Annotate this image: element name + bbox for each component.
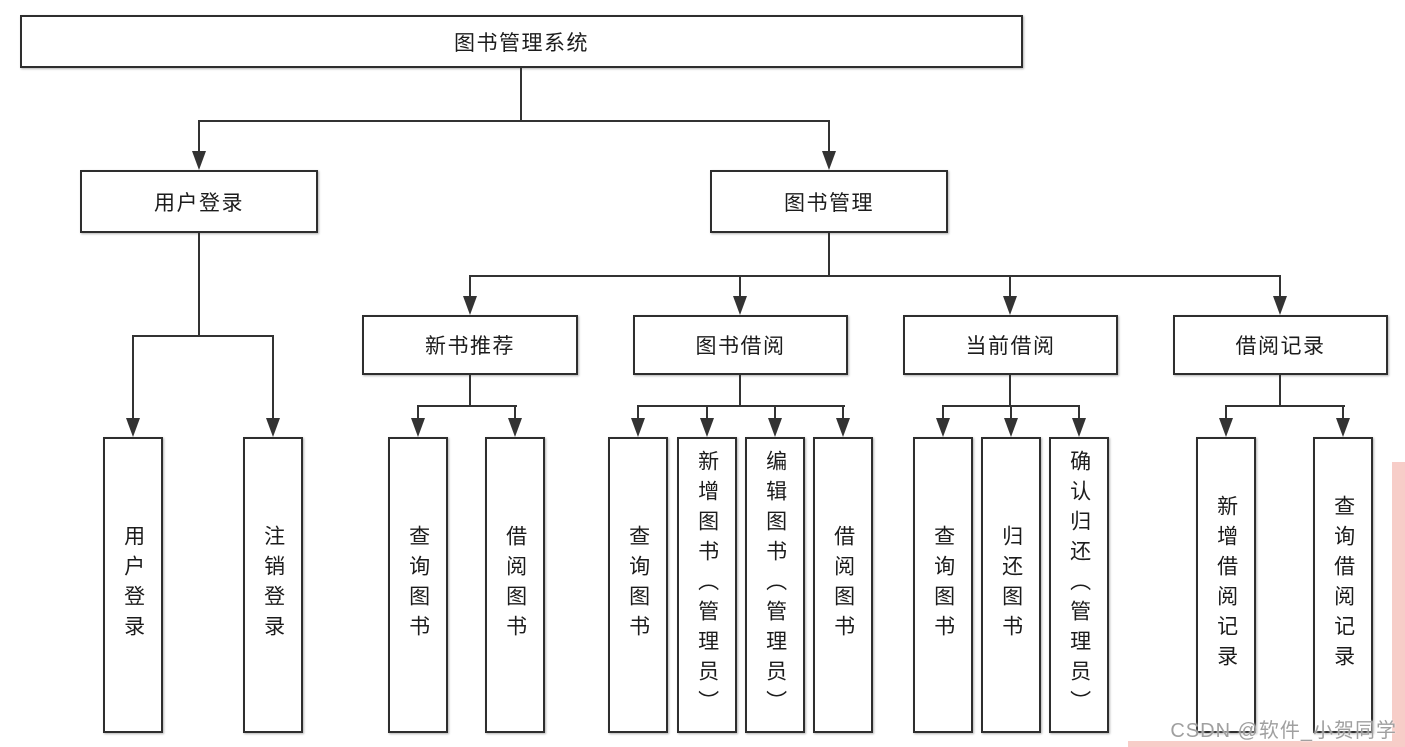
connector-hline	[417, 405, 517, 407]
leaf-logout: 注销登录	[243, 437, 303, 733]
leaf-borrow-query-book-label: 查询图书	[626, 525, 650, 645]
user-login-node-label: 用户登录	[154, 191, 244, 215]
leaf-return-book-label: 归还图书	[999, 525, 1023, 645]
arrowhead-down-icon	[700, 418, 714, 437]
root-node-label: 图书管理系统	[454, 31, 589, 55]
connector-vline	[1009, 275, 1011, 297]
connector-vline	[706, 405, 708, 419]
arrowhead-down-icon	[822, 151, 836, 170]
new-book-recommend-node: 新书推荐	[362, 315, 578, 375]
leaf-current-query-book-label: 查询图书	[931, 525, 955, 645]
connector-vline	[1078, 405, 1080, 419]
connector-vline	[739, 275, 741, 297]
connector-vline	[1342, 405, 1344, 419]
leaf-recommend-borrow-book: 借阅图书	[485, 437, 545, 733]
connector-vline	[739, 375, 741, 405]
connector-vline	[1225, 405, 1227, 419]
connector-vline	[198, 120, 200, 152]
arrowhead-down-icon	[266, 418, 280, 437]
leaf-confirm-return-admin: 确认归还（管理员）	[1049, 437, 1109, 733]
leaf-logout-label: 注销登录	[261, 525, 285, 645]
leaf-user-login: 用户登录	[103, 437, 163, 733]
connector-vline	[942, 405, 944, 419]
watermark-accent-strip-bottom	[1128, 741, 1405, 747]
arrowhead-down-icon	[768, 418, 782, 437]
arrowhead-down-icon	[1273, 296, 1287, 315]
leaf-recommend-borrow-book-label: 借阅图书	[503, 525, 527, 645]
connector-vline	[1010, 405, 1012, 419]
watermark-accent-strip-right	[1392, 462, 1405, 747]
arrowhead-down-icon	[463, 296, 477, 315]
borrow-record-node-label: 借阅记录	[1235, 335, 1326, 358]
leaf-query-borrow-record: 查询借阅记录	[1313, 437, 1373, 733]
connector-hline	[198, 120, 830, 122]
leaf-borrow-query-book: 查询图书	[608, 437, 668, 733]
leaf-add-book-admin-label: 新增图书（管理员）	[695, 450, 719, 720]
new-book-recommend-node-label: 新书推荐	[425, 335, 515, 358]
connector-vline	[842, 405, 844, 419]
connector-vline	[520, 68, 522, 120]
current-borrow-node: 当前借阅	[903, 315, 1118, 375]
arrowhead-down-icon	[192, 151, 206, 170]
connector-vline	[1279, 375, 1281, 405]
leaf-return-book: 归还图书	[981, 437, 1041, 733]
arrowhead-down-icon	[1003, 296, 1017, 315]
leaf-query-borrow-record-label: 查询借阅记录	[1331, 495, 1355, 675]
arrowhead-down-icon	[631, 418, 645, 437]
connector-hline	[1225, 405, 1345, 407]
leaf-borrow-borrow-book: 借阅图书	[813, 437, 873, 733]
root-node: 图书管理系统	[20, 15, 1023, 68]
connector-vline	[828, 233, 830, 275]
connector-vline	[417, 405, 419, 419]
leaf-current-query-book: 查询图书	[913, 437, 973, 733]
connector-vline	[1279, 275, 1281, 297]
connector-vline	[514, 405, 516, 419]
connector-vline	[198, 233, 200, 335]
connector-hline	[132, 335, 274, 337]
arrowhead-down-icon	[508, 418, 522, 437]
arrowhead-down-icon	[1004, 418, 1018, 437]
leaf-recommend-query-book: 查询图书	[388, 437, 448, 733]
connector-hline	[637, 405, 845, 407]
connector-vline	[828, 120, 830, 152]
leaf-user-login-label: 用户登录	[121, 525, 145, 645]
book-borrow-node-label: 图书借阅	[695, 335, 786, 358]
leaf-borrow-borrow-book-label: 借阅图书	[831, 525, 855, 645]
connector-vline	[637, 405, 639, 419]
arrowhead-down-icon	[411, 418, 425, 437]
leaf-edit-book-admin-label: 编辑图书（管理员）	[763, 450, 787, 720]
arrowhead-down-icon	[1336, 418, 1350, 437]
leaf-recommend-query-book-label: 查询图书	[406, 525, 430, 645]
book-borrow-node: 图书借阅	[633, 315, 848, 375]
connector-vline	[272, 335, 274, 419]
arrowhead-down-icon	[1072, 418, 1086, 437]
current-borrow-node-label: 当前借阅	[965, 335, 1056, 358]
book-management-node: 图书管理	[710, 170, 948, 233]
leaf-add-book-admin: 新增图书（管理员）	[677, 437, 737, 733]
connector-vline	[469, 275, 471, 297]
connector-hline	[469, 275, 1281, 277]
watermark-text: CSDN @软件_小贺同学	[1170, 720, 1397, 742]
leaf-confirm-return-admin-label: 确认归还（管理员）	[1067, 450, 1091, 720]
arrowhead-down-icon	[126, 418, 140, 437]
connector-vline	[132, 335, 134, 419]
arrowhead-down-icon	[836, 418, 850, 437]
connector-vline	[469, 375, 471, 405]
leaf-add-borrow-record-label: 新增借阅记录	[1214, 495, 1238, 675]
user-login-node: 用户登录	[80, 170, 318, 233]
connector-vline	[1009, 375, 1011, 405]
arrowhead-down-icon	[936, 418, 950, 437]
leaf-edit-book-admin: 编辑图书（管理员）	[745, 437, 805, 733]
leaf-add-borrow-record: 新增借阅记录	[1196, 437, 1256, 733]
arrowhead-down-icon	[1219, 418, 1233, 437]
arrowhead-down-icon	[733, 296, 747, 315]
book-management-node-label: 图书管理	[784, 191, 874, 215]
connector-vline	[774, 405, 776, 419]
borrow-record-node: 借阅记录	[1173, 315, 1388, 375]
